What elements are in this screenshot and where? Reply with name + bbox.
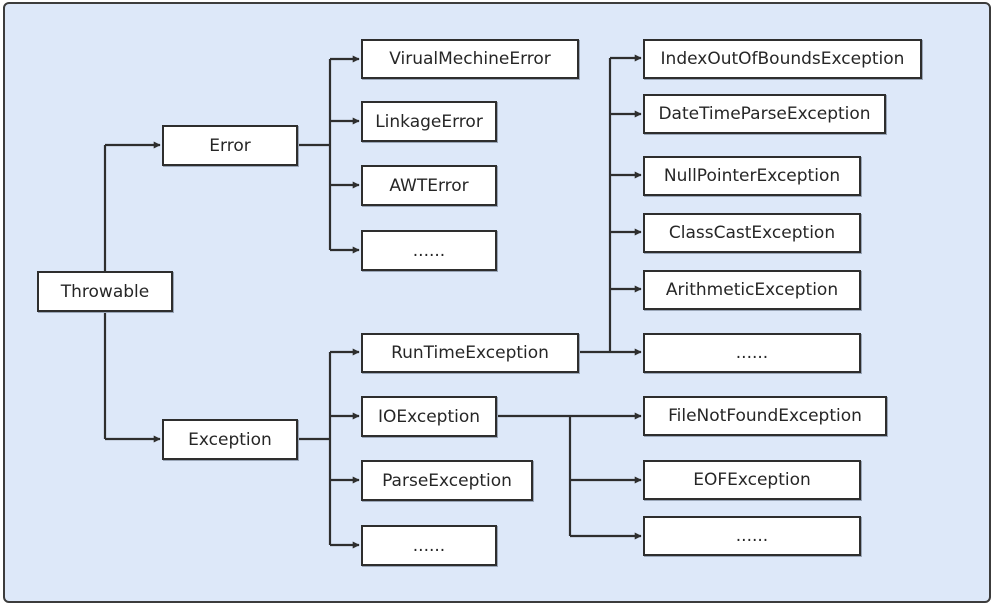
eof-exception-label: EOFException <box>693 470 811 490</box>
date-time-parse-exception-node: DateTimeParseException <box>643 94 886 134</box>
exception-more-label: ...... <box>412 535 446 556</box>
linkage-error-node: LinkageError <box>361 101 497 142</box>
throwable-node: Throwable <box>37 271 173 312</box>
null-pointer-exception-node: NullPointerException <box>643 156 861 196</box>
file-not-found-exception-node: FileNotFoundException <box>643 396 887 436</box>
date-time-parse-exception-label: DateTimeParseException <box>658 104 871 124</box>
io-exception-node: IOException <box>361 396 497 437</box>
error-more-label: ...... <box>412 240 446 261</box>
class-cast-exception-label: ClassCastException <box>668 223 836 243</box>
error-more-node: ...... <box>361 230 497 271</box>
runtime-exception-label: RunTimeException <box>391 343 549 363</box>
index-out-of-bounds-exception-label: IndexOutOfBoundsException <box>660 49 905 69</box>
parse-exception-label: ParseException <box>382 470 512 491</box>
virual-mechine-error-label: VirualMechineError <box>389 49 551 69</box>
io-more-node: ...... <box>643 516 861 556</box>
parse-exception-node: ParseException <box>361 460 533 501</box>
exception-more-node: ...... <box>361 525 497 566</box>
throwable-label: Throwable <box>60 281 150 302</box>
eof-exception-node: EOFException <box>643 460 861 500</box>
exception-label: Exception <box>188 429 272 450</box>
exception-node: Exception <box>162 419 298 460</box>
index-out-of-bounds-exception-node: IndexOutOfBoundsException <box>643 39 922 79</box>
runtime-more-label: ...... <box>735 343 769 363</box>
error-node: Error <box>162 125 298 166</box>
null-pointer-exception-label: NullPointerException <box>663 166 841 186</box>
file-not-found-exception-label: FileNotFoundException <box>668 406 862 426</box>
linkage-error-label: LinkageError <box>375 111 483 132</box>
awt-error-label: AWTError <box>389 175 469 196</box>
arithmetic-exception-label: ArithmeticException <box>665 280 839 300</box>
error-label: Error <box>209 135 251 156</box>
runtime-exception-node: RunTimeException <box>361 333 579 373</box>
arithmetic-exception-node: ArithmeticException <box>643 270 861 310</box>
class-cast-exception-node: ClassCastException <box>643 213 861 253</box>
awt-error-node: AWTError <box>361 165 497 206</box>
runtime-more-node: ...... <box>643 333 861 373</box>
io-more-label: ...... <box>735 526 769 546</box>
virual-mechine-error-node: VirualMechineError <box>361 39 579 79</box>
io-exception-label: IOException <box>377 406 481 427</box>
